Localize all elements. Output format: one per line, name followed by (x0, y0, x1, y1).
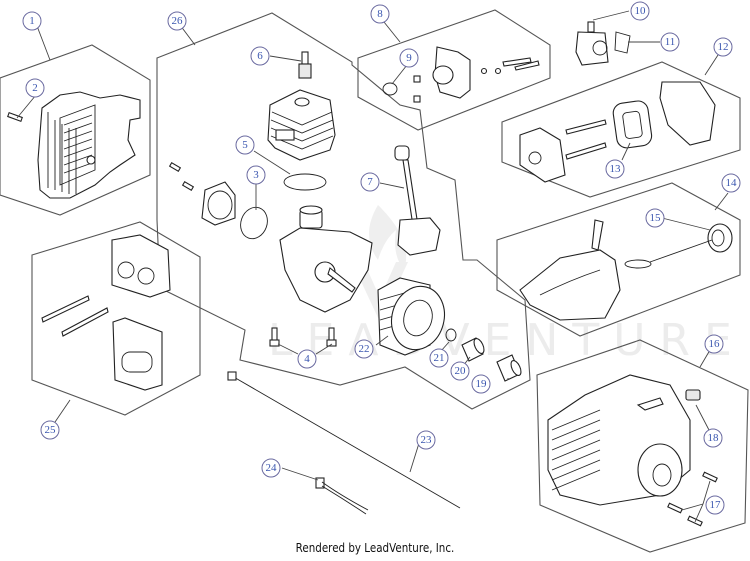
callout-12[interactable]: 12 (713, 37, 733, 57)
svg-text:19: 19 (476, 378, 488, 390)
leader-lines (16, 10, 729, 523)
callout-26[interactable]: 26 (167, 11, 187, 31)
svg-text:20: 20 (455, 365, 467, 377)
callout-21[interactable]: 21 (429, 348, 449, 368)
callout-17[interactable]: 17 (705, 495, 725, 515)
part-5-gasket (283, 173, 327, 191)
svg-text:8: 8 (377, 8, 383, 20)
callout-10[interactable]: 10 (630, 1, 650, 21)
group-12-outline (501, 61, 741, 198)
group-16-outline (536, 339, 749, 553)
part-1-muffler-shield (37, 91, 141, 199)
svg-text:22: 22 (359, 343, 370, 355)
callout-5[interactable]: 5 (235, 135, 255, 155)
part-6-spark-plug (298, 51, 312, 79)
callouts: 1 2 3 4 5 6 7 8 9 10 11 12 13 14 15 16 1… (22, 1, 741, 515)
part-24-wire-harness (315, 477, 369, 515)
svg-text:7: 7 (367, 176, 373, 188)
svg-text:1: 1 (29, 15, 35, 27)
part-cylinder (267, 89, 336, 161)
part-19-sleeve (496, 354, 522, 382)
group-26-outline (156, 12, 531, 410)
svg-text:15: 15 (650, 212, 662, 224)
parts (7, 21, 733, 527)
callout-6[interactable]: 6 (250, 46, 270, 66)
group-14-outline (496, 182, 741, 337)
part-4-bolts (269, 327, 337, 347)
callout-15[interactable]: 15 (645, 208, 665, 228)
svg-text:11: 11 (665, 36, 676, 48)
callout-25[interactable]: 25 (40, 420, 60, 440)
callout-19[interactable]: 19 (471, 374, 491, 394)
watermark: LEADVENTURE (268, 205, 746, 366)
callout-22[interactable]: 22 (354, 339, 374, 359)
svg-text:13: 13 (610, 163, 622, 175)
callout-2[interactable]: 2 (25, 78, 45, 98)
callout-13[interactable]: 13 (605, 159, 625, 179)
part-12-air-filter-assembly (519, 81, 716, 183)
svg-text:17: 17 (710, 499, 722, 511)
part-18-switch (685, 389, 701, 401)
part-20-sleeve (461, 337, 485, 362)
part-15-fuel-cap (624, 223, 733, 269)
svg-text:26: 26 (172, 15, 184, 27)
part-10-carburetor (575, 21, 609, 66)
callout-18[interactable]: 18 (703, 428, 723, 448)
group-outlines (0, 9, 749, 553)
callout-20[interactable]: 20 (450, 361, 470, 381)
callout-9[interactable]: 9 (399, 48, 419, 68)
svg-text:23: 23 (421, 434, 433, 446)
part-22-flywheel (377, 277, 445, 356)
part-25-muffler-assembly (41, 234, 171, 391)
svg-text:10: 10 (635, 5, 647, 17)
callout-8[interactable]: 8 (370, 4, 390, 24)
svg-text:6: 6 (257, 50, 263, 62)
part-2-screw (7, 112, 23, 122)
part-bearing-cover (168, 162, 236, 226)
svg-text:25: 25 (45, 424, 57, 436)
callout-3[interactable]: 3 (246, 165, 266, 185)
part-14-fuel-tank (519, 219, 621, 321)
group-1-outline (0, 44, 151, 216)
footer-credit: Rendered by LeadVenture, Inc. (295, 541, 455, 555)
callout-11[interactable]: 11 (660, 32, 680, 52)
part-8-intake-assembly (382, 46, 540, 103)
svg-text:12: 12 (718, 41, 729, 53)
part-11-gasket (614, 31, 631, 54)
svg-text:16: 16 (709, 338, 721, 350)
watermark-text: LEADVENTURE (268, 315, 746, 366)
part-3-o-ring (240, 206, 268, 240)
group-25-outline (31, 221, 201, 416)
svg-text:14: 14 (726, 177, 738, 189)
part-crankcase (279, 205, 373, 313)
callout-23[interactable]: 23 (416, 430, 436, 450)
svg-text:24: 24 (266, 462, 278, 474)
part-7-ignition-lever (394, 145, 441, 256)
group-8-outline (357, 9, 551, 131)
svg-text:5: 5 (242, 139, 248, 151)
svg-text:21: 21 (434, 352, 445, 364)
callout-1[interactable]: 1 (22, 11, 42, 31)
part-23-throttle-cable (227, 371, 461, 509)
callout-7[interactable]: 7 (360, 172, 380, 192)
callout-14[interactable]: 14 (721, 173, 741, 193)
svg-text:4: 4 (304, 353, 310, 365)
callout-24[interactable]: 24 (261, 458, 281, 478)
callout-16[interactable]: 16 (704, 334, 724, 354)
part-21-washer (445, 328, 457, 342)
svg-text:18: 18 (708, 432, 720, 444)
svg-text:9: 9 (406, 52, 412, 64)
part-16-engine-housing (547, 374, 691, 506)
callout-4[interactable]: 4 (297, 349, 317, 369)
svg-text:2: 2 (32, 82, 38, 94)
svg-text:3: 3 (253, 169, 259, 181)
